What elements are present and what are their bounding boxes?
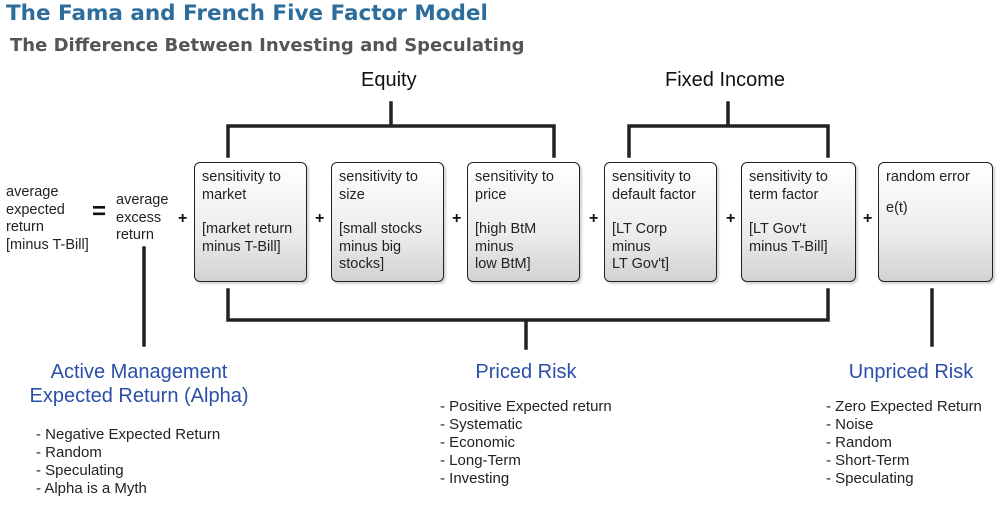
plus-sign: + (315, 210, 325, 227)
fixed-income-label: Fixed Income (665, 69, 786, 91)
page-subtitle: The Difference Between Investing and Spe… (10, 35, 525, 56)
alpha-label: average excess return (116, 192, 169, 243)
factor-name: sensitivity to term factor (749, 169, 828, 203)
factor-name: sensitivity to size (339, 169, 418, 203)
list-item: - Systematic (440, 416, 523, 433)
priced-risk-list: - Positive Expected return - Systematic … (440, 398, 612, 488)
list-item: - Positive Expected return (440, 398, 612, 415)
list-item: - Short-Term (826, 452, 910, 469)
list-item: - Random (826, 434, 892, 451)
list-item: - Investing (440, 470, 510, 487)
list-item: - Random (36, 444, 102, 461)
equals-sign: = (92, 198, 107, 225)
factor-desc: [market return minus T-Bill] (202, 221, 293, 255)
factor-box-market: sensitivity to market [market return min… (194, 162, 307, 282)
plus-sign: + (863, 210, 873, 227)
equity-label: Equity (361, 69, 417, 91)
list-item: - Noise (826, 416, 874, 433)
factor-box-term: sensitivity to term factor [LT Gov't min… (741, 162, 856, 282)
unpriced-risk-title: Unpriced Risk (848, 361, 974, 383)
list-item: - Long-Term (440, 452, 521, 469)
priced-risk-title: Priced Risk (475, 361, 577, 383)
active-management-list: - Negative Expected Return - Random - Sp… (36, 426, 220, 498)
expected-return-label: average expected return [minus T-Bill] (6, 184, 89, 253)
factor-box-default: sensitivity to default factor [LT Corp m… (604, 162, 717, 282)
factor-box-size: sensitivity to size [small stocks minus … (331, 162, 444, 282)
equity-bracket (226, 101, 556, 158)
plus-sign: + (589, 210, 599, 227)
list-item: - Speculating (36, 462, 124, 479)
factor-box-price: sensitivity to price [high BtM minus low… (467, 162, 580, 282)
list-item: - Economic (440, 434, 516, 451)
factor-name: sensitivity to default factor (612, 169, 696, 203)
error-name: random error (886, 169, 970, 185)
fixed-income-bracket (627, 101, 830, 158)
error-term: e(t) (886, 199, 908, 216)
list-item: - Alpha is a Myth (36, 480, 147, 497)
factor-desc: [LT Corp minus LT Gov't] (612, 221, 670, 272)
factor-desc: [small stocks minus big stocks] (339, 221, 422, 272)
unpriced-risk-list: - Zero Expected Return - Noise - Random … (826, 398, 982, 488)
list-item: - Zero Expected Return (826, 398, 982, 415)
active-management-title: Active Management Expected Return (Alpha… (29, 361, 249, 407)
page-title: The Fama and French Five Factor Model (6, 1, 488, 26)
plus-sign: + (726, 210, 736, 227)
factor-desc: [LT Gov't minus T-Bill] (749, 221, 828, 255)
factor-name: sensitivity to price (475, 169, 554, 203)
factor-name: sensitivity to market (202, 169, 281, 203)
list-item: - Speculating (826, 470, 914, 487)
plus-sign: + (452, 210, 462, 227)
plus-sign: + (178, 210, 188, 227)
factor-desc: [high BtM minus low BtM] (475, 221, 537, 272)
priced-risk-bracket (226, 288, 830, 350)
random-error-box: random error e(t) (878, 162, 993, 282)
list-item: - Negative Expected Return (36, 426, 221, 443)
